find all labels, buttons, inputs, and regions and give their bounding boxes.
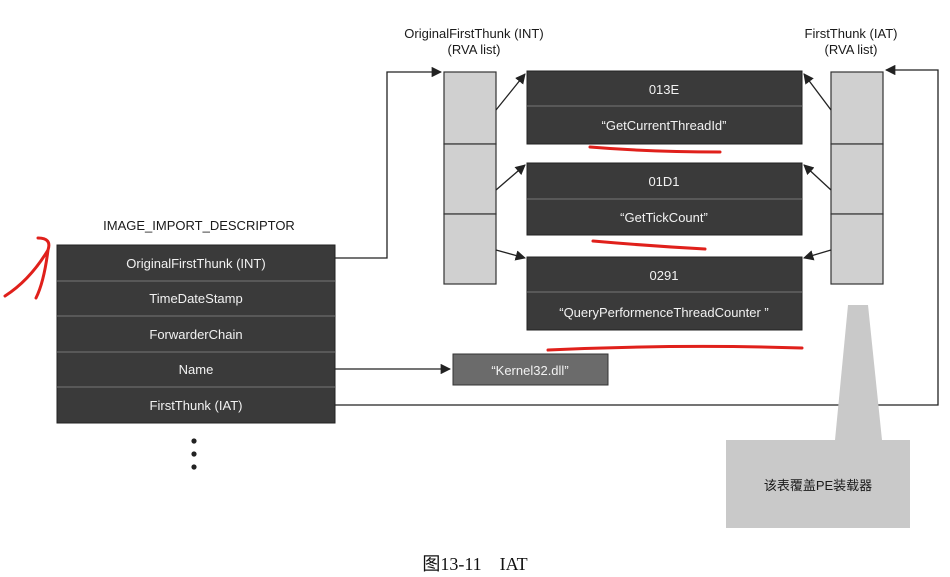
- red-hook-mark: [3, 236, 51, 300]
- hint-name-entry-2: 01D1 “GetTickCount”: [526, 162, 803, 236]
- int-to-entry-3-arrow: [495, 249, 527, 261]
- underline-get-current-thread-id: [588, 145, 722, 154]
- int-header-line1: OriginalFirstThunk (INT): [404, 26, 543, 41]
- hint-value: 0291: [650, 268, 679, 283]
- iat-slot-3: [830, 213, 884, 285]
- hint-name-entry-1: 013E “GetCurrentThreadId”: [526, 70, 803, 145]
- int-column: [443, 71, 497, 285]
- hint-value: 01D1: [648, 174, 679, 189]
- function-name: “GetCurrentThreadId”: [602, 118, 727, 133]
- underline-get-tick-count: [591, 239, 707, 251]
- descriptor-to-iat-arrow: [335, 64, 939, 406]
- iat-to-entry-3-arrow: [803, 249, 832, 261]
- descriptor-field-first-thunk: FirstThunk (IAT): [150, 398, 243, 413]
- descriptor-to-int-arrow: [335, 66, 443, 259]
- iat-header-line2: (RVA list): [825, 42, 878, 57]
- int-header-line2: (RVA list): [448, 42, 501, 57]
- iat-column: [830, 71, 884, 285]
- descriptor-field-forwarder-chain: ForwarderChain: [149, 327, 242, 342]
- iat-slot-2: [830, 143, 884, 215]
- underline-query-performance: [546, 344, 804, 352]
- iat-slot-1: [830, 71, 884, 145]
- pe-loader-note-text: 该表覆盖PE装载器: [764, 478, 872, 493]
- iat-header-line1: FirstThunk (IAT): [805, 26, 898, 41]
- import-descriptor: OriginalFirstThunk (INT) TimeDateStamp F…: [56, 244, 336, 424]
- continuation-dots: [191, 438, 197, 470]
- descriptor-title: IMAGE_IMPORT_DESCRIPTOR: [103, 218, 295, 233]
- hint-name-entry-3: 0291 “QueryPerformenceThreadCounter ”: [526, 256, 803, 331]
- descriptor-field-name: Name: [179, 362, 214, 377]
- dll-name: “Kernel32.dll”: [491, 363, 568, 378]
- int-slot-2: [443, 143, 497, 215]
- pe-loader-note: 该表覆盖PE装载器: [726, 305, 910, 528]
- iat-to-entry-2-arrow: [803, 164, 832, 191]
- red-annotations: [3, 145, 804, 352]
- descriptor-field-time-date-stamp: TimeDateStamp: [149, 291, 242, 306]
- int-to-entry-2-arrow: [495, 164, 526, 191]
- int-slot-1: [443, 71, 497, 145]
- descriptor-field-original-first-thunk: OriginalFirstThunk (INT): [126, 256, 265, 271]
- function-name: “GetTickCount”: [620, 210, 708, 225]
- hint-value: 013E: [649, 82, 680, 97]
- iat-to-entry-1-arrow: [803, 73, 832, 111]
- function-name: “QueryPerformenceThreadCounter ”: [559, 305, 769, 320]
- int-slot-3: [443, 213, 497, 285]
- int-to-entry-1-arrow: [495, 73, 526, 111]
- figure-caption: 图13-11 IAT: [422, 554, 527, 574]
- dll-name-box: “Kernel32.dll”: [452, 353, 609, 386]
